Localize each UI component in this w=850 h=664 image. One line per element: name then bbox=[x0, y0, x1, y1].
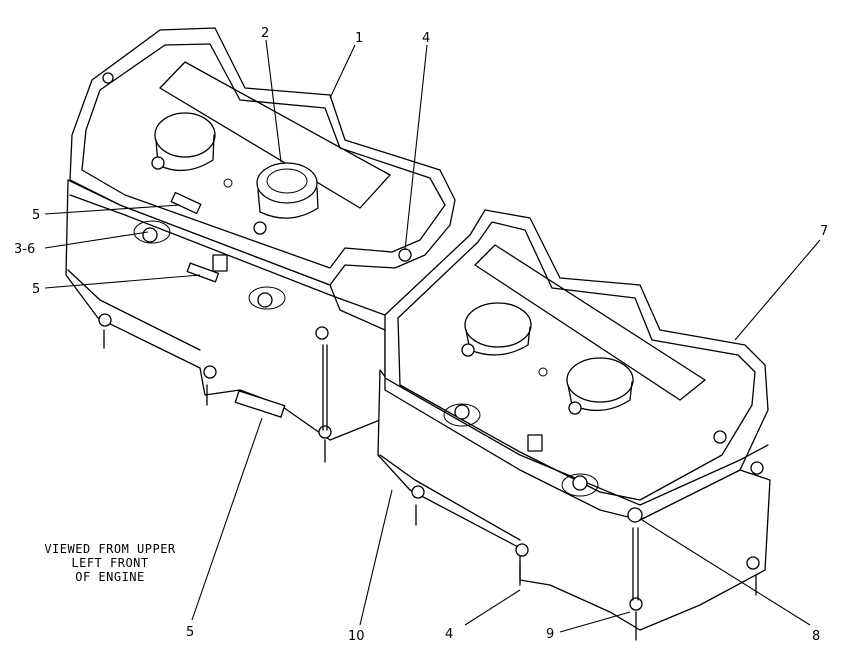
right-cover-flange-line bbox=[384, 377, 769, 506]
bolt bbox=[461, 343, 475, 357]
bolt bbox=[98, 313, 112, 327]
gasket-clip-lower bbox=[234, 390, 286, 418]
bolt bbox=[411, 485, 425, 499]
bolt bbox=[454, 404, 470, 420]
bolt bbox=[398, 248, 412, 262]
right-breather-cap-2 bbox=[566, 357, 634, 403]
right-name-plate bbox=[527, 434, 543, 452]
right-valve-cover bbox=[377, 209, 771, 641]
leader-1 bbox=[329, 44, 356, 99]
callout-5-middle: 5 bbox=[32, 282, 40, 297]
right-cover-bolts bbox=[411, 343, 764, 611]
leader-7 bbox=[734, 239, 821, 341]
bolt bbox=[151, 156, 165, 170]
bolt bbox=[142, 227, 158, 243]
right-cover-decal bbox=[474, 244, 706, 401]
callout-5-lower: 5 bbox=[186, 625, 194, 640]
view-caption: VIEWED FROM UPPER LEFT FRONT OF ENGINE bbox=[44, 542, 176, 584]
leader-4-bottom bbox=[464, 589, 521, 626]
callout-5-upper: 5 bbox=[32, 208, 40, 223]
left-name-plate bbox=[212, 254, 228, 272]
right-cover-flange-line-2 bbox=[379, 454, 521, 541]
callout-1: 1 bbox=[355, 31, 363, 46]
leader-lines bbox=[44, 39, 821, 633]
oil-filler-neck bbox=[257, 187, 319, 219]
callout-3-6: 3-6 bbox=[14, 242, 35, 257]
bolt bbox=[203, 365, 217, 379]
right-cover-hole bbox=[538, 367, 548, 377]
left-cover-base bbox=[65, 179, 386, 441]
gasket-clip-upper bbox=[170, 191, 202, 215]
callout-2: 2 bbox=[261, 26, 269, 41]
bolt bbox=[627, 507, 643, 523]
leader-4-top bbox=[404, 44, 428, 251]
left-cover-flange-line-2 bbox=[67, 269, 201, 351]
bolt bbox=[572, 475, 588, 491]
callout-10: 10 bbox=[348, 629, 365, 644]
left-cover-hole bbox=[223, 178, 233, 188]
leader-2 bbox=[265, 39, 282, 163]
right-breather-cap-1 bbox=[464, 302, 532, 348]
leader-10 bbox=[359, 489, 393, 626]
leader-3-6 bbox=[44, 231, 149, 249]
caption-line-1: VIEWED FROM UPPER bbox=[44, 542, 176, 556]
left-breather-cap bbox=[154, 112, 216, 158]
leader-5-upper bbox=[44, 204, 181, 215]
leader-9 bbox=[559, 611, 631, 633]
bolt bbox=[253, 221, 267, 235]
bolt bbox=[568, 401, 582, 415]
bolt bbox=[746, 556, 760, 570]
bolt bbox=[102, 72, 114, 84]
left-valve-cover bbox=[65, 27, 456, 463]
bolt bbox=[629, 597, 643, 611]
left-cover-plateau bbox=[81, 43, 446, 269]
bolt bbox=[750, 461, 764, 475]
callout-4-bottom: 4 bbox=[445, 627, 453, 642]
bolt bbox=[515, 543, 529, 557]
callout-labels: 1 2 4 5 3-6 5 7 5 10 4 9 8 bbox=[14, 26, 828, 644]
bolt bbox=[257, 292, 273, 308]
bolt bbox=[318, 425, 332, 439]
leader-5-lower bbox=[191, 417, 263, 621]
callout-4-top: 4 bbox=[422, 31, 430, 46]
callout-8: 8 bbox=[812, 629, 820, 644]
leader-8 bbox=[641, 519, 811, 626]
right-boss bbox=[443, 403, 481, 427]
caption-line-3: OF ENGINE bbox=[75, 570, 145, 584]
right-boss bbox=[561, 473, 599, 497]
bolt bbox=[315, 326, 329, 340]
callout-7: 7 bbox=[820, 224, 828, 239]
oil-filler-cap-inner bbox=[266, 168, 308, 194]
caption-line-2: LEFT FRONT bbox=[71, 556, 148, 570]
gasket-clip-middle bbox=[186, 262, 220, 283]
left-cover-bolts bbox=[98, 72, 412, 439]
leader-5-middle bbox=[44, 274, 201, 289]
callout-9: 9 bbox=[546, 627, 554, 642]
left-boss bbox=[248, 286, 286, 310]
left-boss bbox=[133, 220, 171, 244]
bolt bbox=[713, 430, 727, 444]
